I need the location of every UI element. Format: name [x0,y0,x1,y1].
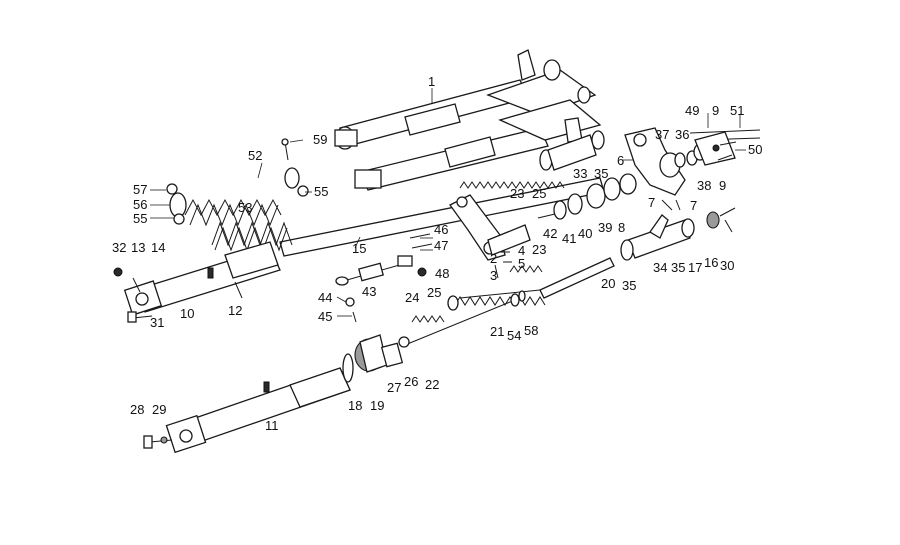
callout-56: 56 [133,197,147,212]
callout-55b: 55 [314,184,328,199]
slider-adjuster [620,207,736,261]
damper-rod [335,233,433,323]
callout-1: 1 [428,74,435,89]
callout-24: 24 [405,290,419,305]
assembled-fork [334,49,602,191]
callout-29: 29 [152,402,166,417]
callout-47: 47 [434,238,448,253]
inner-tube [459,257,615,299]
callout-14: 14 [151,240,165,255]
callout-48: 48 [435,266,449,281]
callout-6: 6 [617,153,624,168]
callout-40: 40 [578,226,592,241]
seal-stack [537,130,637,220]
callout-42: 42 [543,226,557,241]
callout-37: 37 [655,127,669,142]
steering-crown [624,127,761,211]
callout-19: 19 [370,398,384,413]
callout-25b: 25 [427,285,441,300]
callout-33: 33 [573,166,587,181]
callout-58: 58 [524,323,538,338]
callout-30: 30 [720,258,734,273]
lower-leg-bottom [143,367,351,454]
callout-15: 15 [352,241,366,256]
callout-35a: 35 [594,166,608,181]
callout-55a: 55 [133,211,147,226]
bracket-assembly [449,194,531,279]
callout-41: 41 [562,231,576,246]
shock-absorber [166,138,309,252]
callout-59: 59 [313,132,327,147]
callout-45: 45 [318,309,332,324]
callout-38: 38 [697,178,711,193]
callout-23a: 23 [510,186,524,201]
callout-4: 4 [518,243,525,258]
callout-49: 49 [685,103,699,118]
callout-27: 27 [387,380,401,395]
callout-17: 17 [688,260,702,275]
callout-43: 43 [362,284,376,299]
callout-32: 32 [112,240,126,255]
callout-39: 39 [598,220,612,235]
callout-11: 11 [265,418,279,433]
callout-12: 12 [228,303,242,318]
damper-bushings [342,334,410,383]
callout-35b: 35 [671,260,685,275]
callout-50: 50 [748,142,762,157]
callout-54: 54 [507,328,521,343]
callout-34: 34 [653,260,667,275]
callout-26: 26 [404,374,418,389]
callout-53: 53 [238,200,252,215]
callout-57: 57 [133,182,147,197]
leader-lines [150,88,746,317]
callout-46: 46 [434,222,448,237]
callout-44: 44 [318,290,332,305]
callout-7a: 7 [648,195,655,210]
callout-5: 5 [518,256,525,271]
callout-35c: 35 [622,278,636,293]
callout-2: 2 [490,251,497,266]
callout-23b: 23 [532,242,546,257]
upper-coil-spring [459,181,565,189]
callout-10: 10 [180,306,194,321]
callout-51: 51 [730,103,744,118]
callout-22: 22 [425,377,439,392]
callout-36: 36 [675,127,689,142]
callout-9a: 9 [712,103,719,118]
callout-labels: 1 2 3 4 5 6 7 7 8 9 9 10 11 12 13 14 15 … [112,74,762,433]
callout-16: 16 [704,255,718,270]
callout-21: 21 [490,324,504,339]
lower-leg-left [113,241,281,323]
callout-7b: 7 [690,198,697,213]
callout-18: 18 [348,398,362,413]
callout-31: 31 [150,315,164,330]
callout-8: 8 [618,220,625,235]
callout-25a: 25 [532,186,546,201]
callout-13: 13 [131,240,145,255]
callout-9b: 9 [719,178,726,193]
callout-20: 20 [601,276,615,291]
callout-3: 3 [490,268,497,283]
lower-springs [404,265,546,346]
callout-52: 52 [248,148,262,163]
callout-28: 28 [130,402,144,417]
